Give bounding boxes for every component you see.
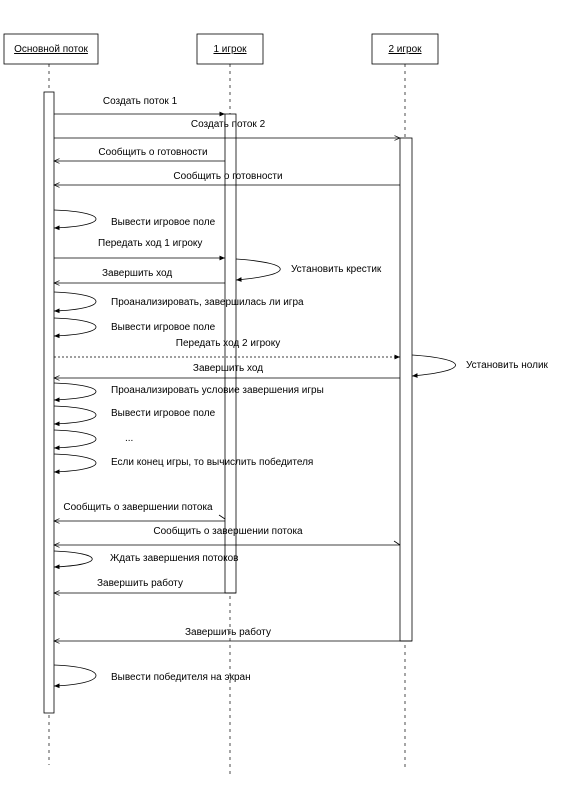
message-pass-turn-p2: Передать ход 2 игроку xyxy=(54,338,400,360)
message-finish-p2: Завершить работу xyxy=(54,626,412,641)
message-label: Ждать завершения потоков xyxy=(110,553,238,564)
self-message-show-winner: Вывести победителя на экран xyxy=(53,664,251,689)
self-message-show-field-3: Вывести игровое поле xyxy=(53,405,216,427)
message-label: Проанализировать, завершилась ли игра xyxy=(111,297,304,308)
message-label: Вывести победителя на экран xyxy=(111,671,251,683)
message-label: Сообщить о готовности xyxy=(98,146,207,158)
message-label: ... xyxy=(125,433,133,444)
message-label: Завершить работу xyxy=(185,626,271,638)
participant-p2: 2 игрок xyxy=(371,33,439,65)
activation-p1 xyxy=(224,113,237,594)
self-message-ellipsis: ... xyxy=(53,429,133,451)
activation-main xyxy=(43,91,55,714)
participant-main: Основной поток xyxy=(3,33,99,65)
message-label: Вывести игровое поле xyxy=(111,322,216,333)
participant-p2-label: 2 игрок xyxy=(388,44,422,55)
message-label: Передать ход 2 игроку xyxy=(176,338,280,349)
self-message-set-nought: Установить нолик xyxy=(411,354,549,378)
message-end-turn-p1: Завершить ход xyxy=(54,268,225,283)
activation-p2 xyxy=(399,137,413,642)
message-label: Сообщить о готовности xyxy=(173,170,282,182)
message-end-turn-p2: Завершить ход xyxy=(54,363,400,378)
self-message-show-field-1: Вывести игровое поле xyxy=(53,209,216,231)
message-label: Завершить ход xyxy=(193,363,263,374)
message-thread-done-p1: Сообщить о завершении потока xyxy=(54,501,226,521)
message-finish-p1: Завершить работу xyxy=(54,577,236,593)
participant-main-label: Основной поток xyxy=(14,44,88,55)
message-label: Вывести игровое поле xyxy=(111,408,216,419)
message-label: Создать поток 1 xyxy=(103,96,178,107)
message-create-thread-1: Создать поток 1 xyxy=(54,96,225,117)
message-label: Сообщить о завершении потока xyxy=(153,525,303,537)
message-label: Если конец игры, то вычислить победителя xyxy=(111,456,313,468)
message-pass-turn-p1: Передать ход 1 игроку xyxy=(54,238,225,261)
message-label: Завершить ход xyxy=(102,268,172,279)
message-label: Вывести игровое поле xyxy=(111,217,216,228)
self-message-set-cross: Установить крестик xyxy=(235,258,382,282)
self-message-compute-winner: Если конец игры, то вычислить победителя xyxy=(53,453,313,475)
message-label: Завершить работу xyxy=(97,577,183,589)
message-create-thread-2: Создать поток 2 xyxy=(54,119,400,138)
message-label: Установить нолик xyxy=(466,360,549,371)
self-message-analyze-1: Проанализировать, завершилась ли игра xyxy=(53,291,304,314)
self-message-wait-threads: Ждать завершения потоков xyxy=(53,550,238,570)
message-label: Установить крестик xyxy=(291,264,382,275)
participant-p1: 1 игрок xyxy=(196,33,264,65)
message-ready-p1: Сообщить о готовности xyxy=(54,146,225,161)
message-label: Передать ход 1 игроку xyxy=(98,238,202,249)
participant-p1-label: 1 игрок xyxy=(213,44,247,55)
message-label: Проанализировать условие завершения игры xyxy=(111,385,324,396)
message-label: Создать поток 2 xyxy=(191,119,266,130)
message-label: Сообщить о завершении потока xyxy=(63,501,213,513)
message-thread-done-p2: Сообщить о завершении потока xyxy=(54,525,401,545)
self-message-analyze-2: Проанализировать условие завершения игры xyxy=(53,382,324,403)
message-ready-p2: Сообщить о готовности xyxy=(54,170,400,185)
self-message-show-field-2: Вывести игровое поле xyxy=(53,317,216,339)
